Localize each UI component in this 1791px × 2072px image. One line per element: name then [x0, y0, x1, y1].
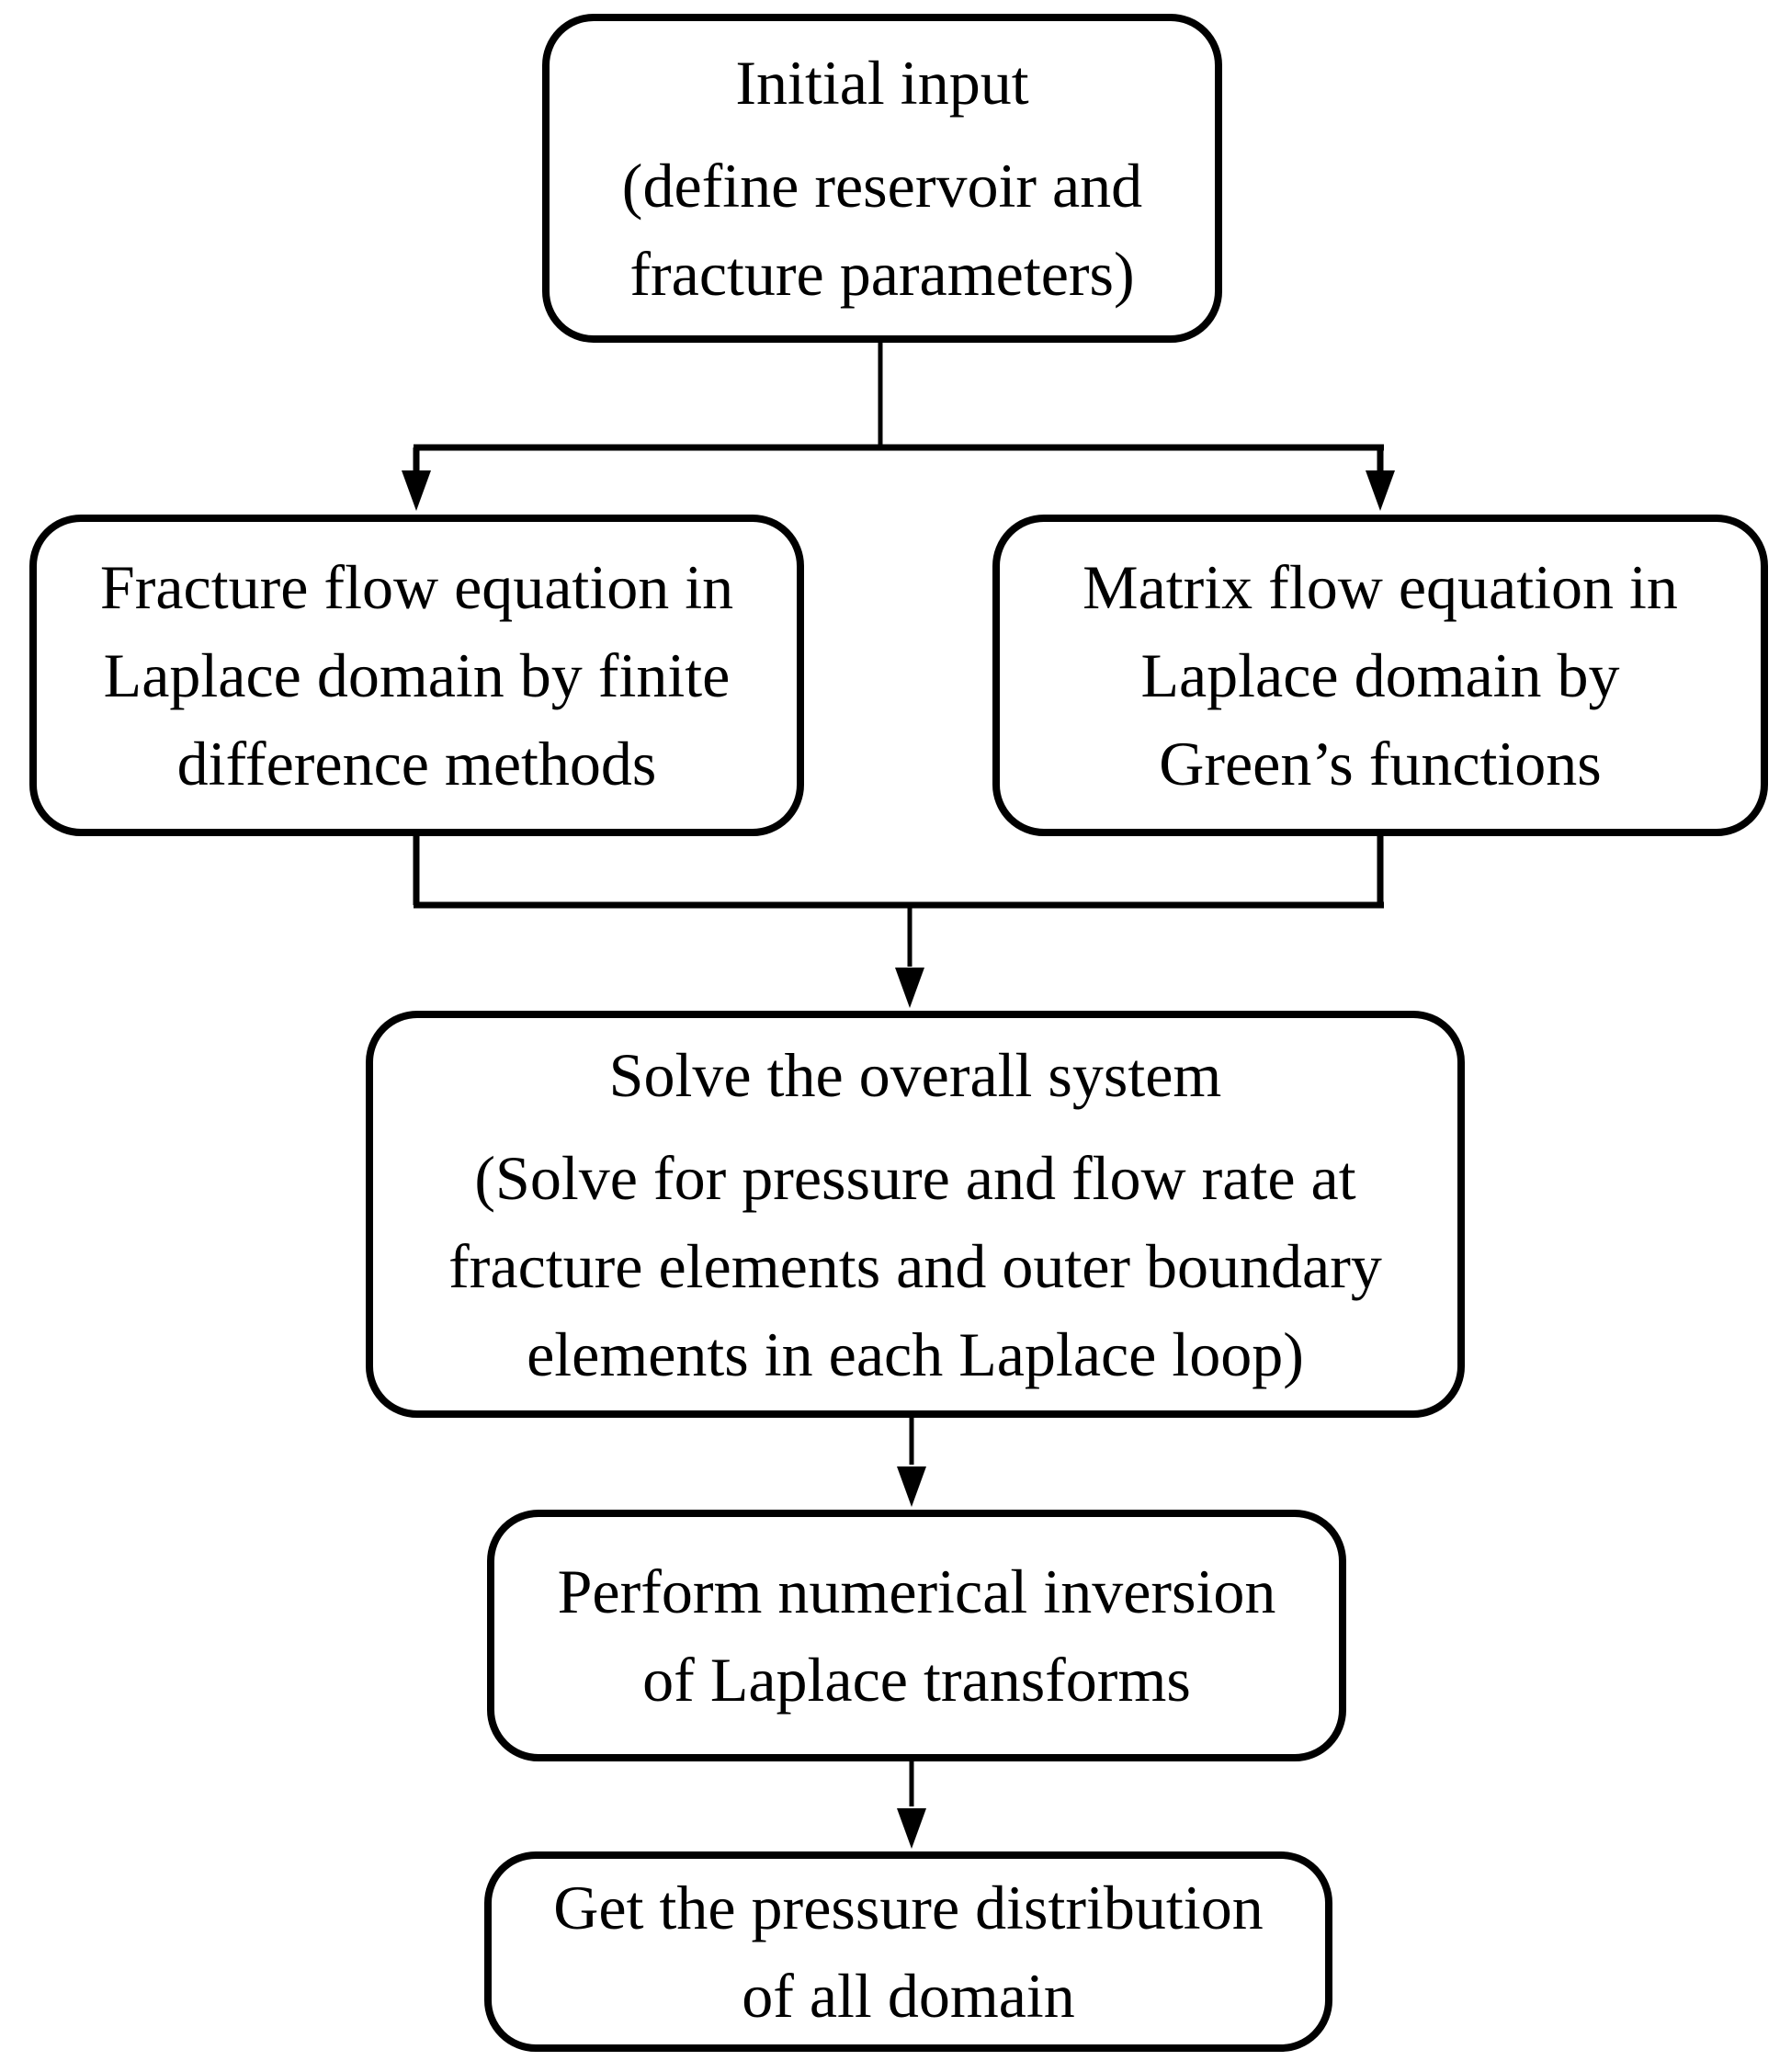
- node-pressure-distribution-line-1: Get the pressure distribution: [553, 1873, 1264, 1942]
- connector-inversion-to-result: [897, 1760, 926, 1849]
- node-initial-input-title: Initial input: [735, 48, 1029, 118]
- node-laplace-inversion: Perform numerical inversion of Laplace t…: [487, 1510, 1346, 1761]
- connector-solve-to-inversion: [897, 1416, 926, 1507]
- node-laplace-inversion-line-2: of Laplace transforms: [642, 1645, 1191, 1715]
- node-solve-detail-line-2: fracture elements and outer boundary: [448, 1230, 1382, 1301]
- arrowhead-into-inversion-icon: [897, 1466, 926, 1507]
- node-solve-title: Solve the overall system: [608, 1039, 1222, 1110]
- node-solve-detail-line-3: elements in each Laplace loop): [527, 1319, 1304, 1389]
- connector-branches-to-solve: [413, 834, 1384, 1008]
- node-matrix-flow-equation: Matrix flow equation in Laplace domain b…: [992, 515, 1768, 836]
- node-initial-input-detail-line-2: fracture parameters): [629, 239, 1135, 309]
- connector-initial-to-branches: [402, 343, 1395, 511]
- node-matrix-flow-line-1: Matrix flow equation in: [1083, 552, 1678, 622]
- node-initial-input-detail-line-1: (define reservoir and: [621, 151, 1143, 221]
- arrowhead-into-fracture-icon: [402, 470, 431, 511]
- node-fracture-flow-line-2: Laplace domain by finite: [103, 640, 731, 710]
- node-fracture-flow-line-1: Fracture flow equation in: [99, 552, 734, 622]
- node-laplace-inversion-line-1: Perform numerical inversion: [557, 1557, 1276, 1626]
- node-fracture-flow-line-3: difference methods: [176, 729, 657, 798]
- arrowhead-into-solve-icon: [895, 968, 924, 1008]
- node-matrix-flow-line-3: Green’s functions: [1159, 729, 1602, 798]
- node-initial-input: Initial input (define reservoir and frac…: [542, 14, 1222, 343]
- node-solve-overall-system: Solve the overall system (Solve for pres…: [366, 1011, 1465, 1418]
- arrowhead-into-matrix-icon: [1366, 470, 1395, 511]
- node-pressure-distribution: Get the pressure distribution of all dom…: [484, 1851, 1332, 2052]
- node-solve-detail-line-1: (Solve for pressure and flow rate at: [474, 1142, 1356, 1213]
- node-matrix-flow-line-2: Laplace domain by: [1140, 640, 1620, 710]
- arrowhead-into-result-icon: [897, 1808, 926, 1849]
- node-fracture-flow-equation: Fracture flow equation in Laplace domain…: [29, 515, 804, 836]
- node-pressure-distribution-line-2: of all domain: [742, 1961, 1075, 2031]
